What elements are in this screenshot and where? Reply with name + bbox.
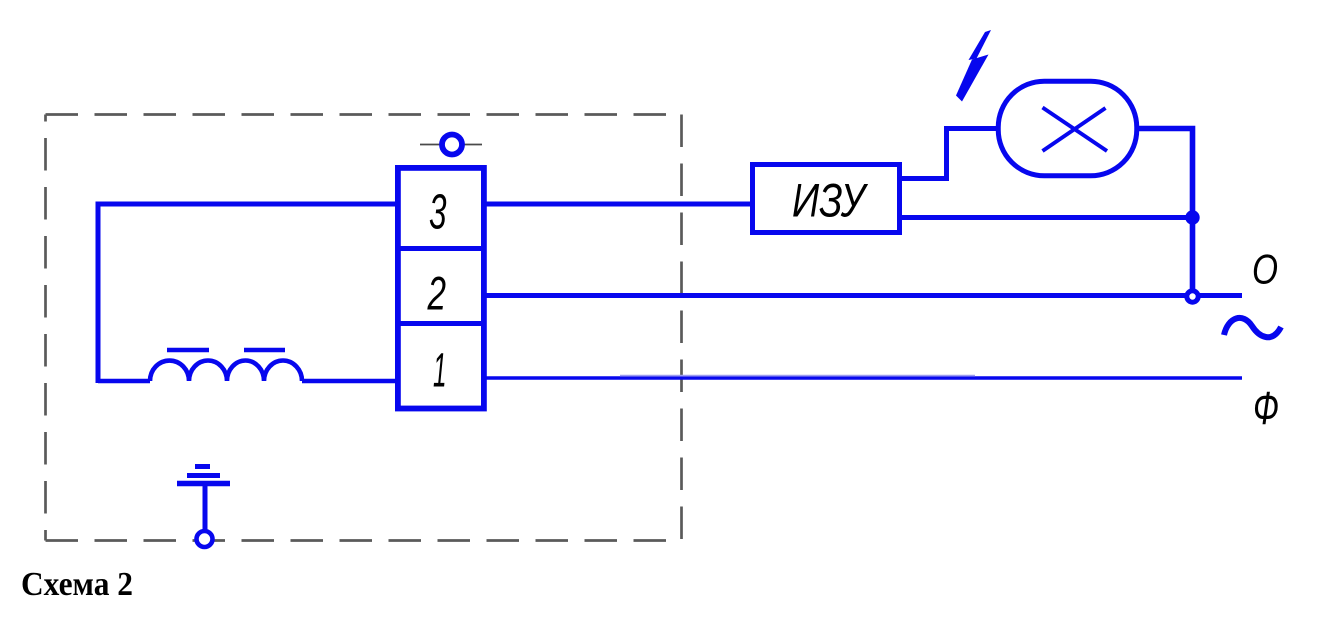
svg-text:О: О (1252, 246, 1278, 293)
svg-text:2: 2 (427, 267, 446, 320)
svg-text:Схема 2: Схема 2 (21, 566, 133, 603)
svg-text:Ф: Ф (1253, 382, 1279, 434)
svg-text:1: 1 (433, 345, 447, 398)
svg-text:3: 3 (429, 186, 447, 240)
svg-text:ИЗУ: ИЗУ (792, 174, 868, 227)
